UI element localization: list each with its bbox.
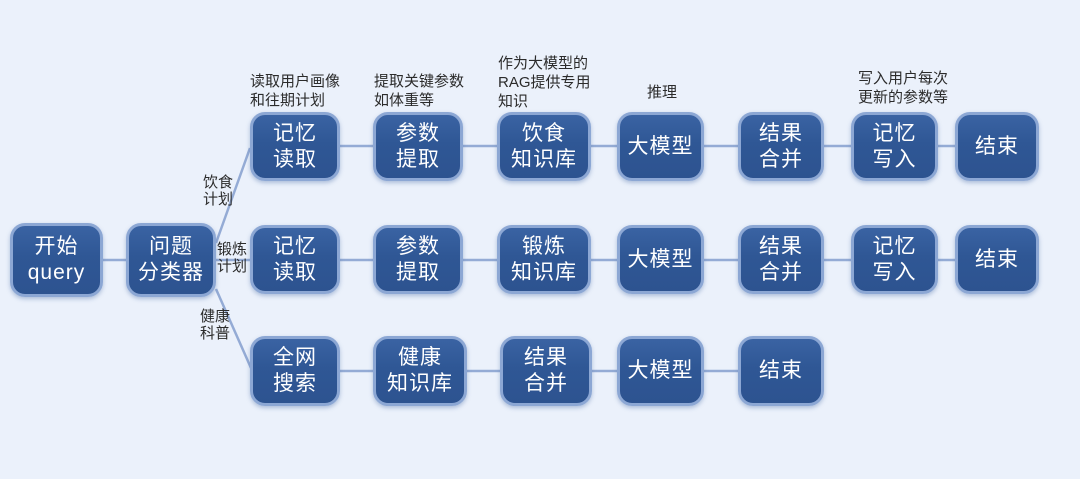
branch-label-exercise-plan: 锻炼 计划 xyxy=(217,241,248,276)
node-exercise-result-merge: 结果 合并 xyxy=(738,225,824,294)
node-label: 锻炼 知识库 xyxy=(511,234,577,284)
node-exercise-llm: 大模型 xyxy=(617,225,704,294)
connector-line xyxy=(214,147,252,244)
node-exercise-memory-read: 记忆 读取 xyxy=(250,225,340,294)
node-health-knowledge-base: 健康 知识库 xyxy=(373,336,467,406)
node-health-web-search: 全网 搜索 xyxy=(250,336,340,406)
node-label: 大模型 xyxy=(627,134,694,158)
branch-label-diet-plan: 饮食 计划 xyxy=(203,174,234,209)
node-label: 饮食 知识库 xyxy=(511,121,577,171)
node-classifier: 问题 分类器 xyxy=(126,223,216,297)
node-exercise-param-extract: 参数 提取 xyxy=(373,225,463,294)
node-label: 结果 合并 xyxy=(759,234,803,284)
annotation-rag-note: 作为大模型的 RAG提供专用 知识 xyxy=(498,55,591,110)
annotation-memory-write-note: 写入用户每次 更新的参数等 xyxy=(858,70,949,106)
node-label: 记忆 读取 xyxy=(273,121,317,171)
annotation-memory-read-note: 读取用户画像 和往期计划 xyxy=(250,73,341,109)
annotation-inference-note: 推理 xyxy=(647,84,678,101)
node-label: 参数 提取 xyxy=(396,234,440,284)
branch-label-health-edu: 健康 科普 xyxy=(200,308,231,343)
node-label: 大模型 xyxy=(627,247,694,271)
node-diet-memory-write: 记忆 写入 xyxy=(851,112,938,181)
node-label: 结束 xyxy=(975,134,1019,158)
node-label: 结果 合并 xyxy=(759,121,803,171)
node-start: 开始 query xyxy=(10,223,103,297)
annotation-param-extract-note: 提取关键参数 如体重等 xyxy=(374,73,465,109)
connector-line xyxy=(214,288,253,369)
node-exercise-end: 结束 xyxy=(955,225,1039,294)
node-label: 全网 搜索 xyxy=(273,346,317,395)
node-diet-param-extract: 参数 提取 xyxy=(373,112,463,181)
node-exercise-knowledge-base: 锻炼 知识库 xyxy=(497,225,591,294)
node-label: 结束 xyxy=(759,359,803,383)
node-label: 记忆 写入 xyxy=(872,121,917,171)
node-health-llm: 大模型 xyxy=(617,336,704,406)
node-exercise-memory-write: 记忆 写入 xyxy=(851,225,938,294)
node-label: 记忆 写入 xyxy=(872,234,917,284)
node-label: 健康 知识库 xyxy=(387,346,453,395)
node-label: 参数 提取 xyxy=(396,121,440,171)
node-label: 记忆 读取 xyxy=(273,234,317,284)
node-health-result-merge: 结果 合并 xyxy=(500,336,592,406)
node-label: 结束 xyxy=(975,247,1019,271)
node-label: 开始 query xyxy=(27,235,86,284)
node-label: 大模型 xyxy=(627,359,694,383)
node-diet-memory-read: 记忆 读取 xyxy=(250,112,340,181)
node-label: 结果 合并 xyxy=(524,346,568,395)
node-diet-result-merge: 结果 合并 xyxy=(738,112,824,181)
node-diet-knowledge-base: 饮食 知识库 xyxy=(497,112,591,181)
node-diet-end: 结束 xyxy=(955,112,1039,181)
node-label: 问题 分类器 xyxy=(138,235,204,284)
node-health-end: 结束 xyxy=(738,336,824,406)
node-diet-llm: 大模型 xyxy=(617,112,704,181)
